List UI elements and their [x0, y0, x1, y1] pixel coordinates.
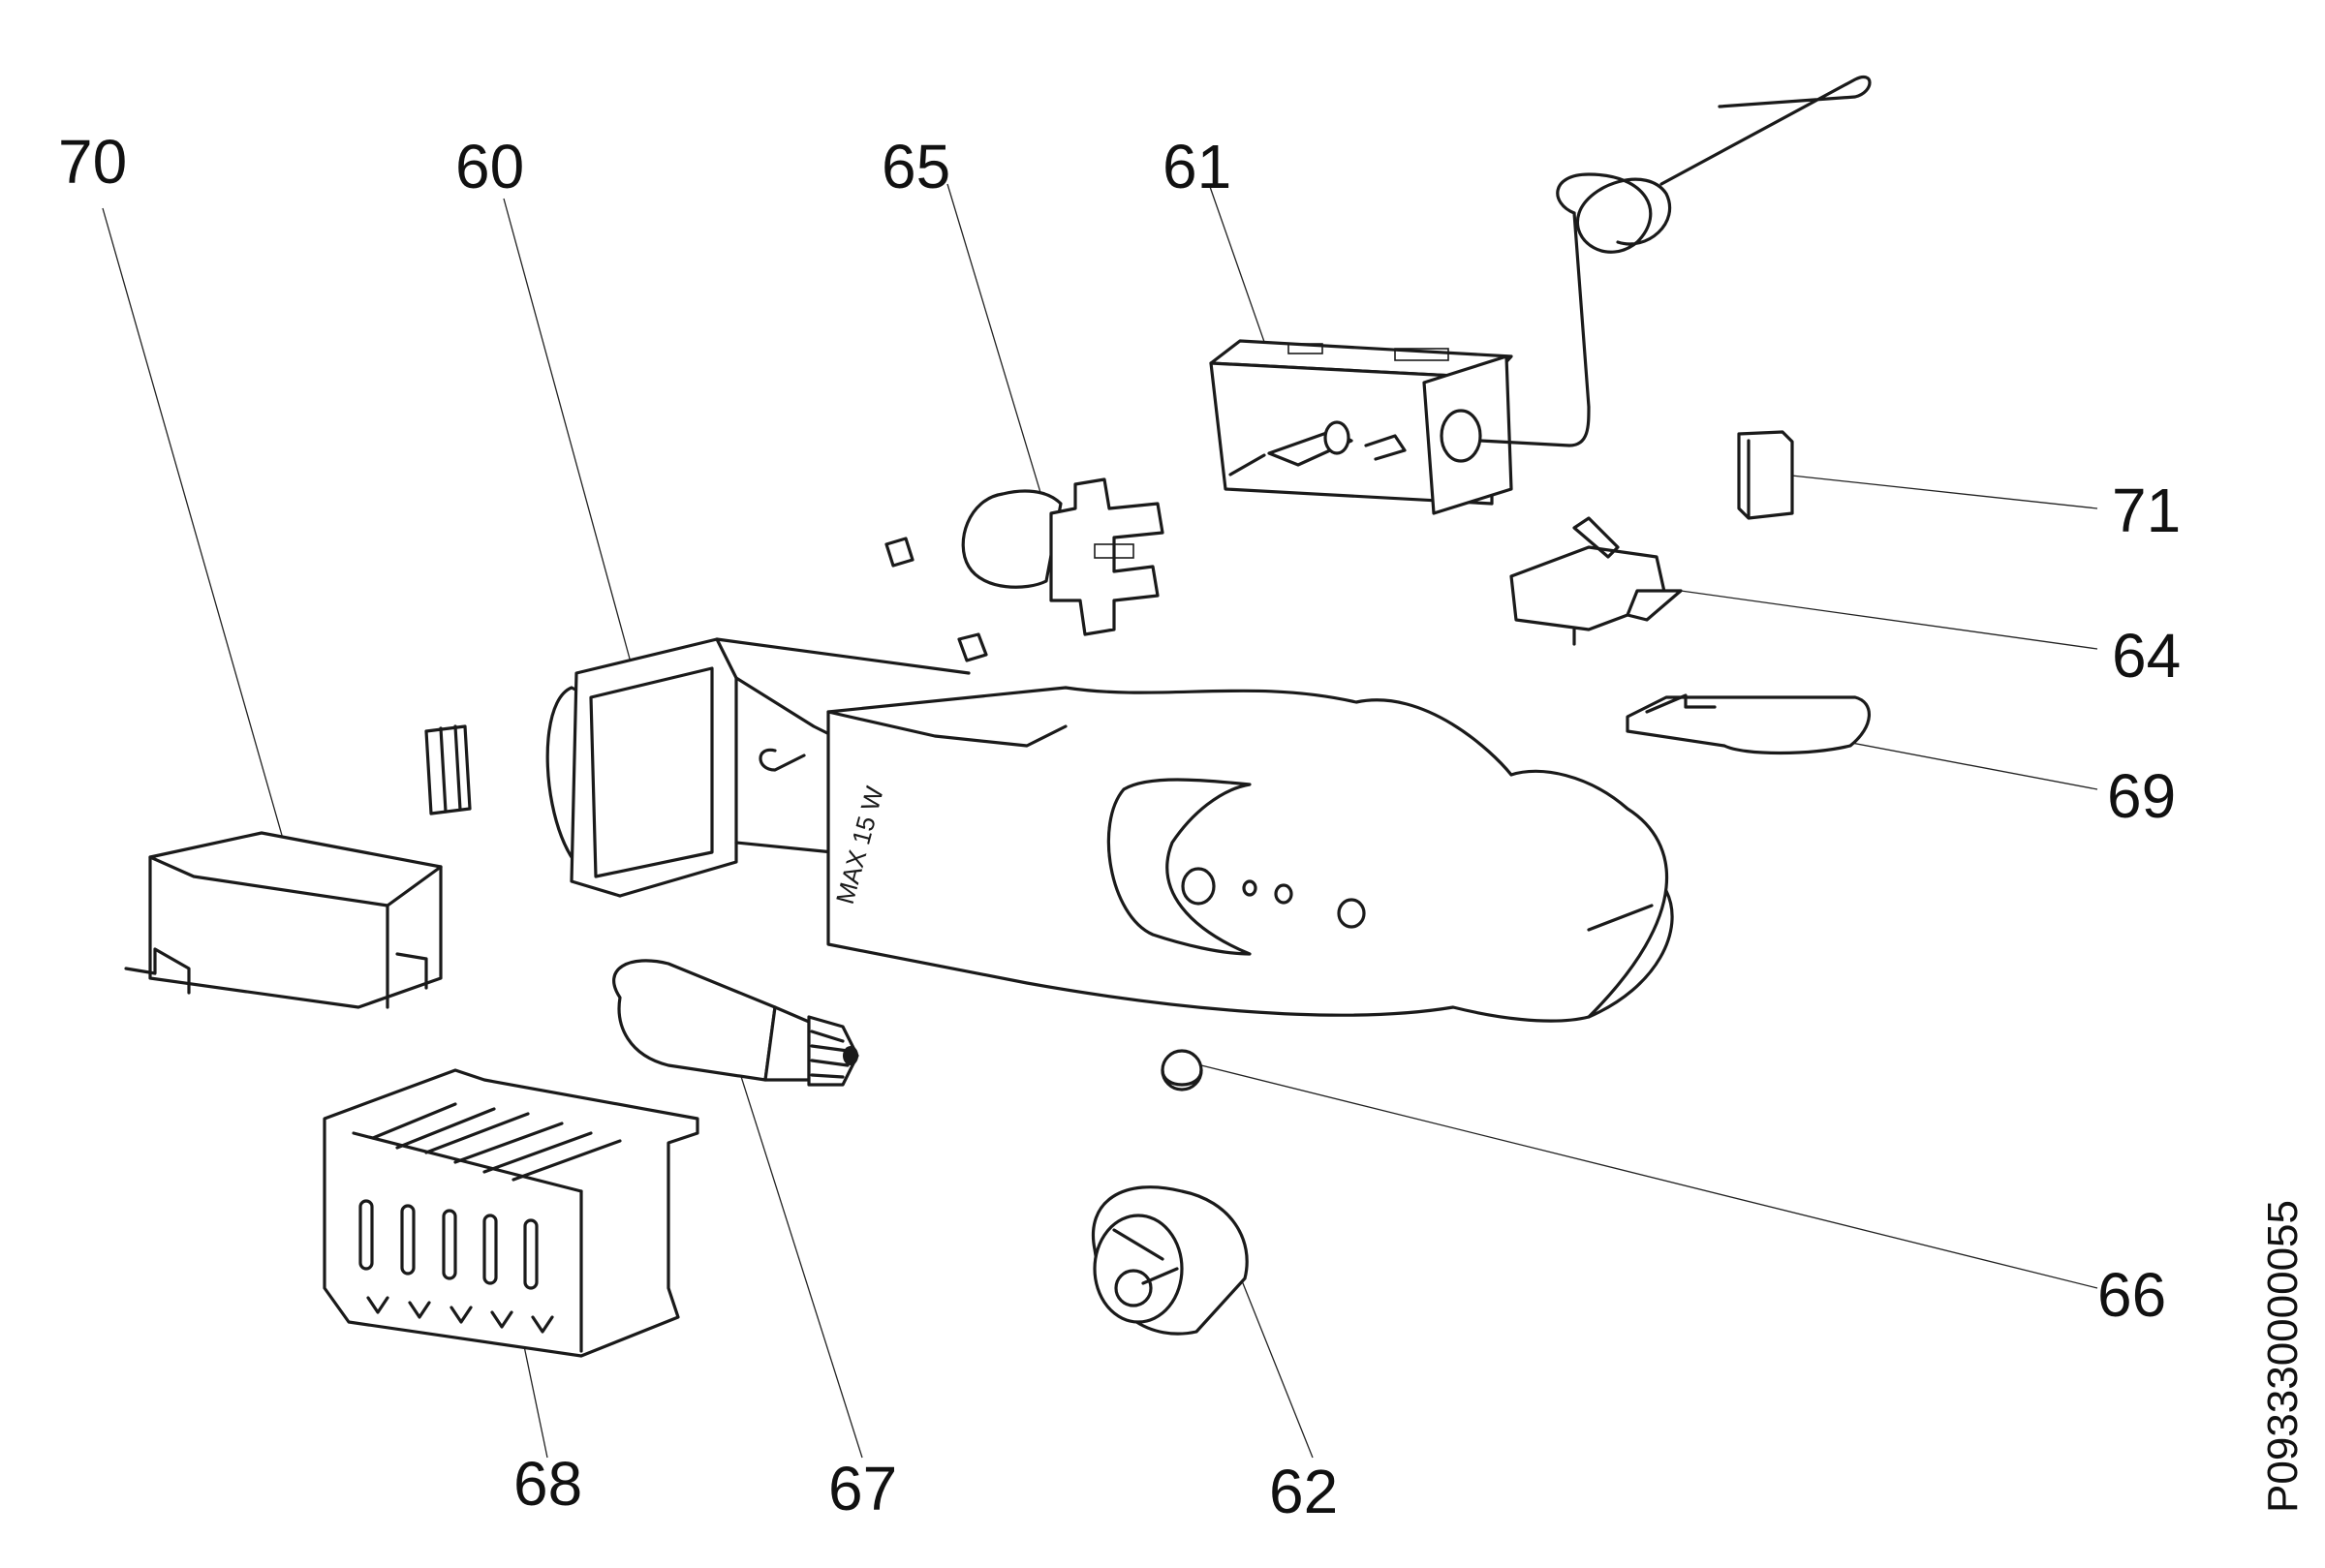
callout-64: 64 [2112, 621, 2182, 691]
plate-69 [1626, 693, 1871, 755]
callout-71: 71 [2112, 476, 2182, 545]
switch-64 [1509, 516, 1683, 646]
leader-65 [946, 183, 1052, 529]
callout-62: 62 [1269, 1457, 1339, 1526]
leader-60 [503, 198, 645, 713]
callout-60: 60 [455, 132, 525, 201]
leader-70 [102, 207, 297, 887]
grille-68 [323, 1068, 699, 1358]
leader-68 [522, 1340, 548, 1459]
bulb-67 [612, 959, 859, 1087]
callout-70: 70 [58, 127, 128, 197]
callout-61: 61 [1162, 132, 1232, 201]
leader-67 [730, 1045, 863, 1459]
callout-66: 66 [2097, 1260, 2167, 1330]
leader-66 [1200, 1064, 2098, 1289]
lamp-housing-60: MAX 15 W [424, 637, 1674, 1023]
callout-65: 65 [882, 132, 951, 201]
switch-cap-71 [1737, 430, 1794, 520]
document-code: P093330000055 [2259, 1200, 2307, 1513]
leader-62 [1234, 1263, 1314, 1459]
bracket-70 [124, 831, 443, 1009]
callout-69: 69 [2107, 761, 2177, 831]
callout-68: 68 [513, 1449, 583, 1519]
knob-62 [1091, 1185, 1249, 1336]
leader-71 [1782, 474, 2098, 509]
thermostat-61 [1209, 76, 1872, 515]
knob-pin-66 [1161, 1049, 1203, 1091]
leader-64 [1680, 590, 2098, 650]
lamp-holder-65 [884, 477, 1164, 662]
callout-67: 67 [828, 1454, 898, 1523]
